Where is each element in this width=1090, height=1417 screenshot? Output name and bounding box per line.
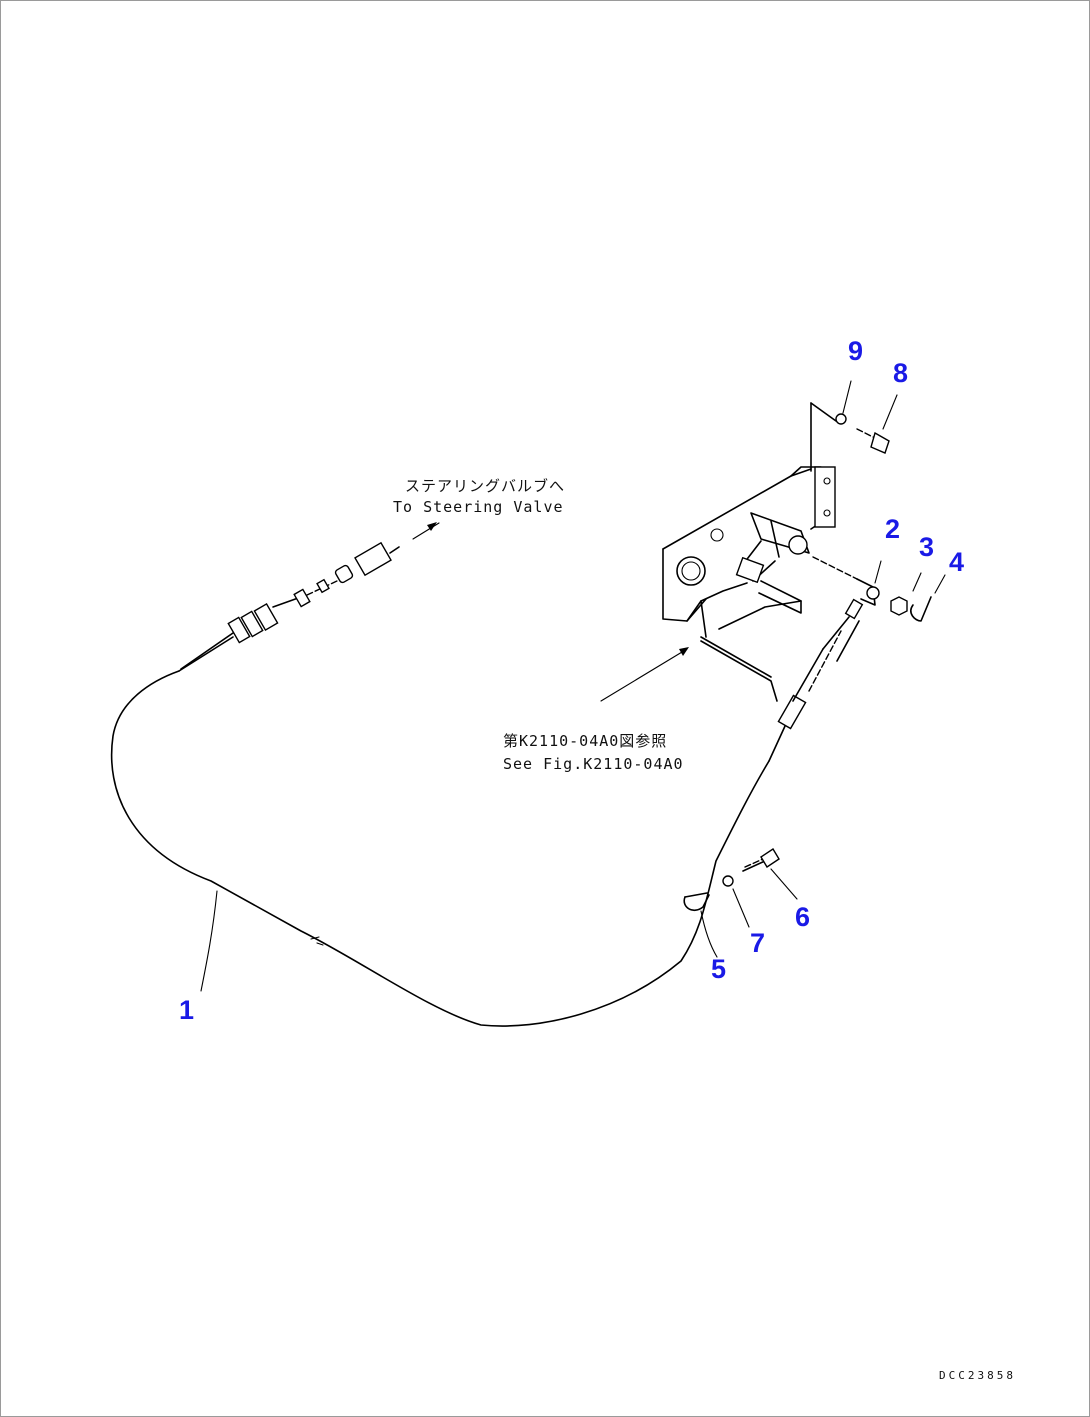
callout-9: 9 — [848, 336, 863, 366]
callout-3: 3 — [919, 532, 934, 562]
part-2-yoke — [856, 560, 882, 606]
cable-end-rod — [768, 598, 864, 762]
part-4-cotter-pin — [910, 574, 946, 622]
callout-2: 2 — [885, 514, 900, 544]
part-3-nut — [890, 572, 922, 616]
callout-5: 5 — [711, 954, 726, 984]
callout-1-leader — [200, 890, 218, 992]
callout-4: 4 — [949, 547, 964, 577]
clamp-assembly — [683, 848, 798, 958]
callout-6: 6 — [795, 902, 810, 932]
callout-8: 8 — [893, 358, 908, 388]
drawing-id: DCC23858 — [939, 1369, 1016, 1382]
note-steering-valve-jp: ステアリングバルブへ — [405, 477, 565, 495]
note-see-figure-en: See Fig.K2110-04A0 — [503, 755, 684, 773]
note-see-figure-jp: 第K2110-04A0図参照 — [503, 732, 667, 750]
lever-bracket — [600, 402, 858, 702]
note-steering-valve-en: To Steering Valve — [393, 498, 564, 516]
upper-fasteners — [835, 380, 898, 454]
control-cable — [110, 522, 770, 1027]
callout-1: 1 — [179, 995, 194, 1025]
callout-7: 7 — [750, 928, 765, 958]
